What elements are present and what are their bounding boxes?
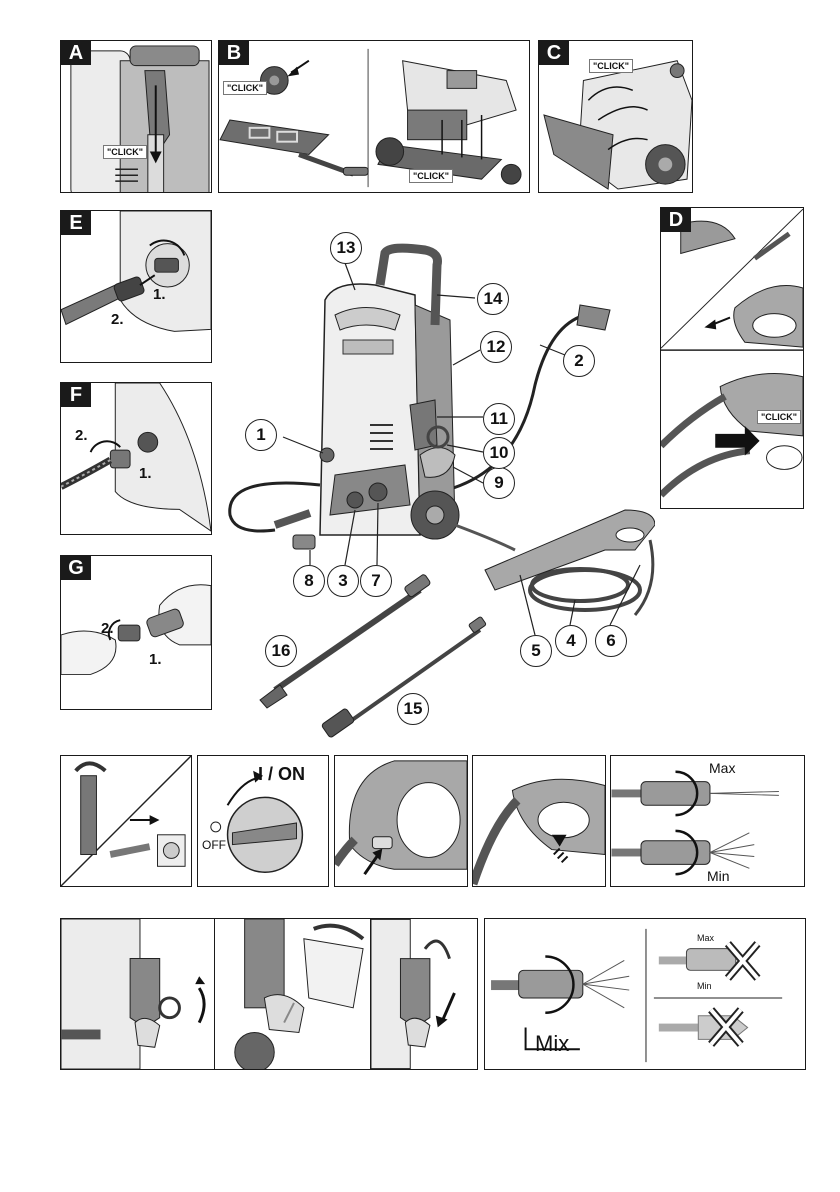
switch-off-label: OFF bbox=[202, 838, 226, 852]
click-label-d: "CLICK" bbox=[757, 410, 801, 424]
callout-10: 10 bbox=[483, 437, 515, 469]
mix-label: Mix bbox=[535, 1031, 569, 1057]
step-label-e-1: 1. bbox=[153, 286, 166, 303]
detergent-fill-illustration bbox=[215, 919, 371, 1069]
callout-5: 5 bbox=[520, 635, 552, 667]
panel-op-trigger-press bbox=[472, 755, 606, 887]
click-label-b-left: "CLICK" bbox=[223, 81, 267, 95]
panel-d-illustration bbox=[661, 208, 803, 508]
mix-setting-illustration bbox=[485, 919, 805, 1069]
wrong-max-label: Max bbox=[697, 933, 714, 943]
panel-mix: Mix Max Min bbox=[484, 918, 806, 1070]
trigger-press-illustration bbox=[473, 756, 605, 886]
callout-11: 11 bbox=[483, 403, 515, 435]
panel-tag-e: E bbox=[61, 211, 91, 235]
panel-detergent-1 bbox=[60, 918, 216, 1070]
callout-4: 4 bbox=[555, 625, 587, 657]
panel-tag-a: A bbox=[61, 41, 91, 65]
panel-g: G 1. 2. bbox=[60, 555, 212, 710]
nozzle-max-label: Max bbox=[709, 760, 735, 776]
nozzle-adjust-illustration bbox=[611, 756, 804, 886]
panel-tag-c: C bbox=[539, 41, 569, 65]
callout-9: 9 bbox=[483, 467, 515, 499]
panel-e: E 1. 2. bbox=[60, 210, 212, 363]
click-label-c: "CLICK" bbox=[589, 59, 633, 73]
callout-2: 2 bbox=[563, 345, 595, 377]
switch-on-label: I / ON bbox=[258, 764, 305, 785]
nozzle-min-label: Min bbox=[707, 868, 730, 884]
step-label-g-2: 2. bbox=[101, 620, 114, 637]
panel-d: D "CLICK" bbox=[660, 207, 804, 509]
panel-tag-b: B bbox=[219, 41, 249, 65]
callout-6: 6 bbox=[595, 625, 627, 657]
trigger-lock-illustration bbox=[335, 756, 467, 886]
panel-tag-f: F bbox=[61, 383, 91, 407]
panel-tag-d: D bbox=[661, 208, 691, 232]
callout-14: 14 bbox=[477, 283, 509, 315]
panel-op-trigger-lock bbox=[334, 755, 468, 887]
step-label-e-2: 2. bbox=[111, 311, 124, 328]
panel-a: A "CLICK" bbox=[60, 40, 212, 193]
callout-7: 7 bbox=[360, 565, 392, 597]
callout-3: 3 bbox=[327, 565, 359, 597]
step-label-f-1: 1. bbox=[139, 465, 152, 482]
panel-b: B "CLICK" "CLICK" bbox=[218, 40, 530, 193]
panel-detergent-2 bbox=[214, 918, 372, 1070]
click-label-a: "CLICK" bbox=[103, 145, 147, 159]
step-label-f-2: 2. bbox=[75, 427, 88, 444]
panel-c: C "CLICK" bbox=[538, 40, 693, 193]
main-illustration: 1 2 3 4 5 6 7 8 9 10 11 12 13 14 15 16 bbox=[215, 205, 655, 745]
callout-16: 16 bbox=[265, 635, 297, 667]
callout-13: 13 bbox=[330, 232, 362, 264]
detergent-close-illustration bbox=[371, 919, 477, 1069]
panel-f: F 1. 2. bbox=[60, 382, 212, 535]
click-label-b-right: "CLICK" bbox=[409, 169, 453, 183]
callout-15: 15 bbox=[397, 693, 429, 725]
panel-b-illustration bbox=[219, 41, 529, 192]
panel-op-plug bbox=[60, 755, 192, 887]
callout-8: 8 bbox=[293, 565, 325, 597]
panel-tag-g: G bbox=[61, 556, 91, 580]
panel-op-nozzle: Max Min bbox=[610, 755, 805, 887]
plug-in-illustration bbox=[61, 756, 191, 886]
callout-1: 1 bbox=[245, 419, 277, 451]
panel-op-switch: I / ON OFF bbox=[197, 755, 329, 887]
wrong-min-label: Min bbox=[697, 981, 712, 991]
step-label-g-1: 1. bbox=[149, 651, 162, 668]
callout-12: 12 bbox=[480, 331, 512, 363]
detergent-open-illustration bbox=[61, 919, 215, 1069]
panel-detergent-3 bbox=[370, 918, 478, 1070]
